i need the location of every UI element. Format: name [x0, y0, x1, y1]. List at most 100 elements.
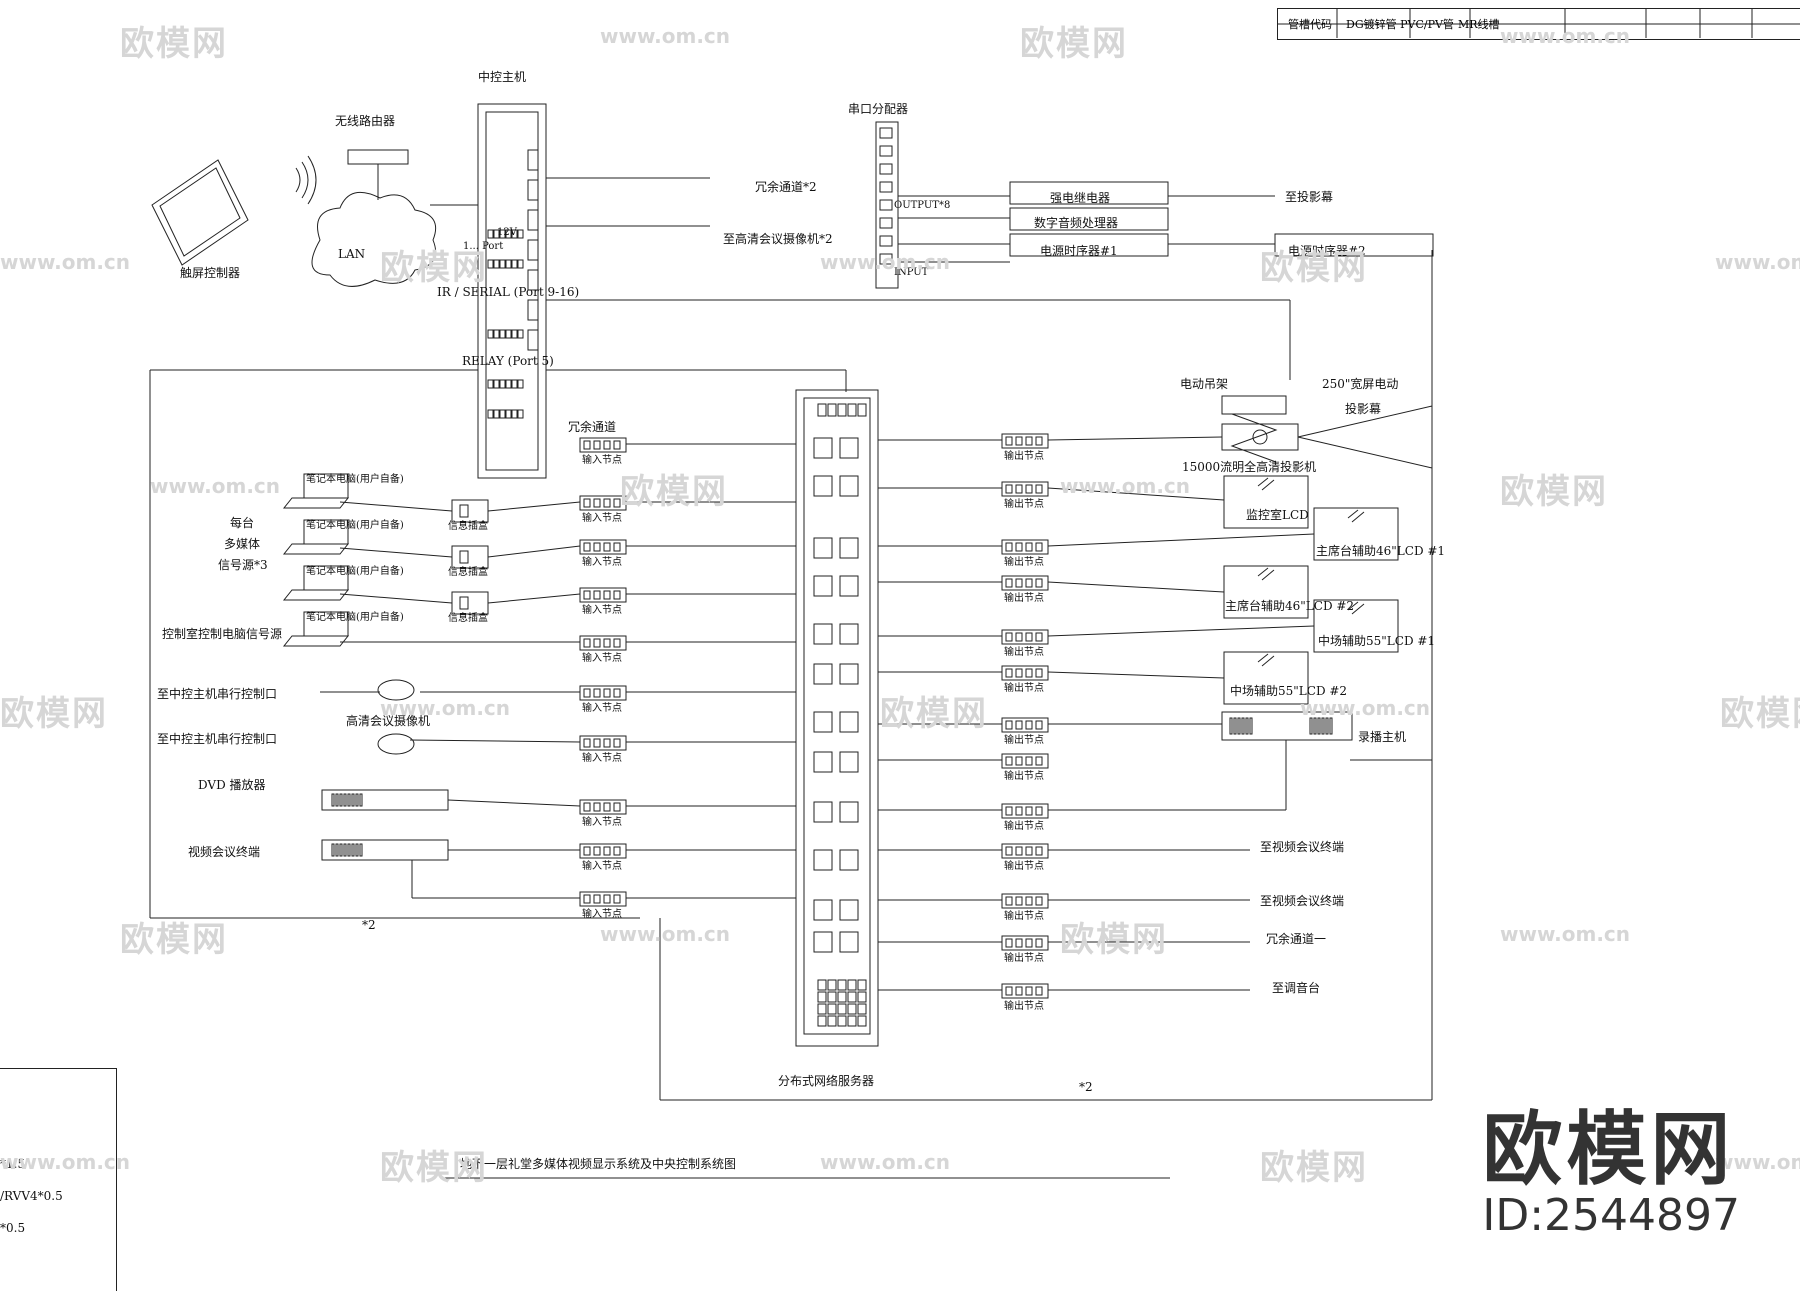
lan-label: LAN — [338, 247, 366, 261]
output-node-label: 输出节点 — [1004, 735, 1044, 746]
power-seq2-box — [1274, 233, 1434, 257]
projector-lens-icon — [1252, 429, 1268, 445]
terminal-pin — [517, 329, 524, 339]
port-jack — [879, 253, 893, 265]
redundant-1-label: 冗余通道一 — [1266, 932, 1327, 946]
watermark-brand: 欧模网 — [120, 24, 228, 64]
vent-slot — [351, 793, 355, 807]
port-jack — [879, 181, 893, 193]
server-port-jack — [839, 711, 859, 733]
screen-glare — [1257, 653, 1269, 663]
node-jack — [1035, 484, 1043, 494]
wire-line — [339, 547, 453, 558]
vent-slot — [351, 843, 355, 857]
header-col2: DG镀锌管 PVC/PV管 — [1346, 18, 1454, 31]
terminal-pin — [487, 329, 494, 339]
output-node-label: 输出节点 — [1004, 911, 1044, 922]
screen-glare — [1347, 601, 1359, 611]
server-port-jack — [839, 537, 859, 559]
watermark-brand: 欧模网 — [1060, 920, 1168, 960]
server-port-jack — [813, 801, 833, 823]
node-jack — [1025, 806, 1033, 816]
output-node — [1001, 481, 1049, 497]
terminal-pin — [499, 379, 506, 389]
hd-camera-icon — [377, 733, 415, 755]
vc-terminal-icon — [321, 839, 449, 861]
wireless-router-label: 无线路由器 — [335, 114, 396, 128]
output-node — [1001, 539, 1049, 555]
output-node-label: 输出节点 — [1004, 647, 1044, 658]
wire-line — [487, 593, 581, 604]
output-node — [1001, 753, 1049, 769]
touch-panel-screen — [159, 167, 241, 257]
terminal-pin — [517, 409, 524, 419]
hd-camera-label: 高清会议摄像机 — [346, 714, 431, 728]
laptop-label-4: 笔记本电脑(用户自备) — [306, 612, 404, 623]
server-port-jack — [813, 663, 833, 685]
central-host-panel — [485, 111, 539, 471]
vent-slot — [1325, 717, 1329, 735]
wire-line — [487, 545, 581, 558]
node-jack — [1025, 720, 1033, 730]
server-panel — [803, 397, 871, 1035]
multimedia-label: 多媒体 — [224, 537, 261, 551]
vent-slot — [857, 1003, 867, 1015]
vent-slot — [343, 793, 347, 807]
node-jack — [1025, 938, 1033, 948]
node-jack — [1005, 986, 1013, 996]
node-jack — [603, 846, 611, 856]
node-jack — [603, 738, 611, 748]
to-vc2-label: 至视频会议终端 — [1260, 894, 1345, 908]
serial-splitter-label: 串口分配器 — [848, 102, 909, 116]
vent-slot — [1249, 717, 1253, 735]
node-jack — [1015, 632, 1023, 642]
brand-id: ID:2544897 — [1482, 1190, 1740, 1241]
input-node-label: 输入节点 — [582, 513, 622, 524]
watermark-url: www.om.cn — [820, 250, 951, 274]
watermark-brand: 欧模网 — [1500, 472, 1608, 512]
vent-slot — [331, 793, 335, 807]
node-jack — [593, 440, 601, 450]
node-jack — [1025, 986, 1033, 996]
central-host-rack — [477, 103, 547, 479]
node-jack — [1025, 542, 1033, 552]
input-node-label: 输入节点 — [582, 605, 622, 616]
terminal-pin — [499, 409, 506, 419]
port-jack — [879, 163, 893, 175]
redundant-x2-label: 冗余通道*2 — [755, 180, 817, 194]
watermark-brand: 欧模网 — [1020, 24, 1128, 64]
output-node-label: 输出节点 — [1004, 953, 1044, 964]
laptop-keyboard-icon — [282, 589, 350, 601]
node-jack — [603, 802, 611, 812]
port-jack — [879, 217, 893, 229]
terminal-pin — [487, 259, 494, 269]
info-socket-icon — [451, 591, 489, 615]
indicator-led — [827, 403, 837, 417]
header-col3: MR线槽 — [1458, 18, 1500, 31]
node-jack — [593, 802, 601, 812]
server-port-jack — [839, 623, 859, 645]
indicator-led — [837, 403, 847, 417]
watermark-url: www.om.cn — [0, 250, 131, 274]
node-jack — [593, 498, 601, 508]
recorder-host — [1221, 711, 1353, 741]
node-jack — [613, 894, 621, 904]
star2b-label: *2 — [1079, 1080, 1093, 1094]
output-node — [1001, 433, 1049, 449]
node-jack — [613, 738, 621, 748]
to-host-serial1-label: 至中控主机串行控制口 — [157, 687, 278, 701]
output-node — [1001, 717, 1049, 733]
terminal-pin — [499, 229, 506, 239]
monitor-room-lcd-label: 监控室LCD — [1246, 508, 1309, 522]
laptop-keyboard-icon — [282, 497, 350, 509]
each-source-label: 每台 — [230, 516, 255, 530]
vc-terminal-label: 视频会议终端 — [188, 845, 261, 859]
vent-slot — [335, 793, 339, 807]
node-jack — [583, 590, 591, 600]
node-jack — [1025, 484, 1033, 494]
screen-label: 投影幕 — [1345, 402, 1382, 416]
node-jack — [1035, 720, 1043, 730]
vent-slot — [857, 979, 867, 991]
watermark-url: www.om.cn — [1715, 1150, 1800, 1174]
